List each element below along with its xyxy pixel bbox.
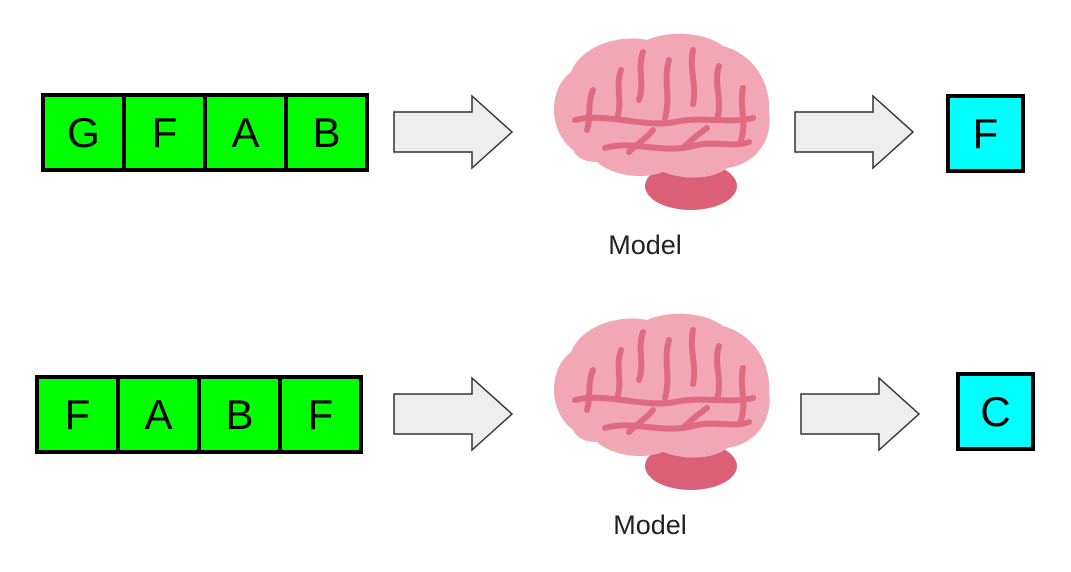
output-arrow-icon [799,376,921,452]
output-arrow-icon [793,94,915,170]
input-arrow-icon [392,94,514,170]
input-sequence: G F A B [41,93,369,172]
output-token: C [956,372,1035,451]
input-token: A [116,379,197,450]
input-token: B [284,97,365,168]
model-label: Model [608,230,682,260]
input-token: A [203,97,284,168]
diagram-row-2: F A B F Model [0,282,1071,562]
input-sequence: F A B F [35,375,363,454]
input-token: G [67,108,100,156]
input-token: B [197,379,278,450]
diagram-row-1: G F A B Model [0,0,1071,280]
model-label: Model [613,510,687,540]
input-token: F [122,97,203,168]
input-token: F [278,379,359,450]
brain-icon [543,310,775,492]
input-arrow-icon [392,376,514,452]
brain-icon [543,30,775,212]
input-token: F [64,390,91,438]
output-token: F [946,94,1025,173]
